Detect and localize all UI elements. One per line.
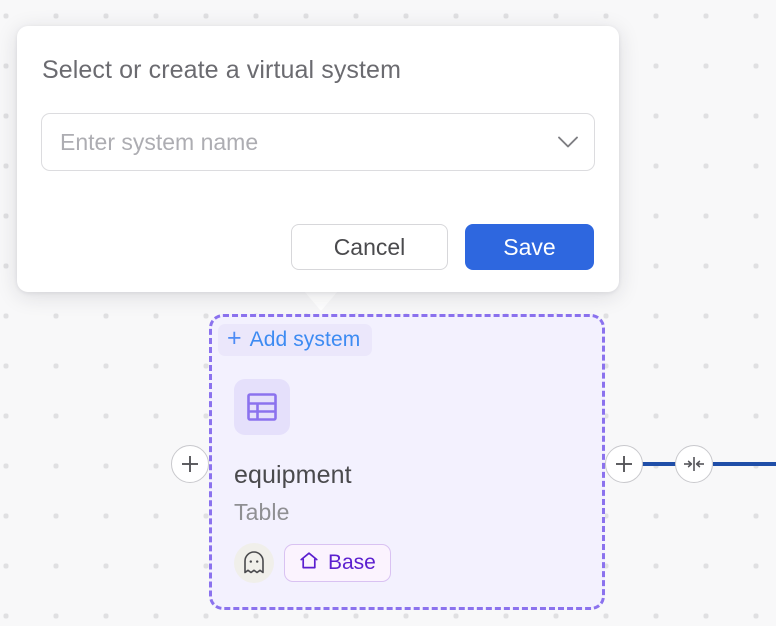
base-badge-label: Base: [328, 551, 376, 574]
dialog-title: Select or create a virtual system: [42, 56, 401, 84]
node-title: equipment: [234, 461, 352, 489]
node-subtitle: Table: [234, 499, 290, 525]
cancel-button[interactable]: Cancel: [291, 224, 448, 270]
system-name-input[interactable]: [42, 128, 542, 156]
save-button[interactable]: Save: [465, 224, 594, 270]
plus-icon: +: [227, 324, 242, 352]
collapse-horizontal-icon: [684, 457, 704, 471]
system-node-card[interactable]: + Add system equipment Table: [209, 314, 605, 610]
add-node-handle-right[interactable]: [605, 445, 643, 483]
table-icon: [234, 379, 290, 435]
dialog-actions: Cancel Save: [291, 224, 594, 270]
base-badge[interactable]: Base: [284, 544, 391, 582]
plus-icon: [616, 456, 632, 472]
chevron-down-icon[interactable]: [542, 135, 594, 149]
node-meta-row: Base: [234, 543, 391, 583]
system-name-field[interactable]: [41, 113, 595, 171]
add-system-label: Add system: [249, 328, 361, 351]
add-node-handle-left[interactable]: [171, 445, 209, 483]
add-system-button[interactable]: + Add system: [218, 324, 373, 356]
collapse-edge-handle[interactable]: [675, 445, 713, 483]
dialog-pointer: [304, 291, 338, 311]
edge-segment-right: [713, 462, 776, 466]
plus-icon: [182, 456, 198, 472]
edge-segment-left: [639, 462, 679, 466]
home-icon: [299, 551, 319, 575]
ghost-icon: [234, 543, 274, 583]
virtual-system-dialog: Select or create a virtual system Cancel…: [17, 26, 619, 292]
